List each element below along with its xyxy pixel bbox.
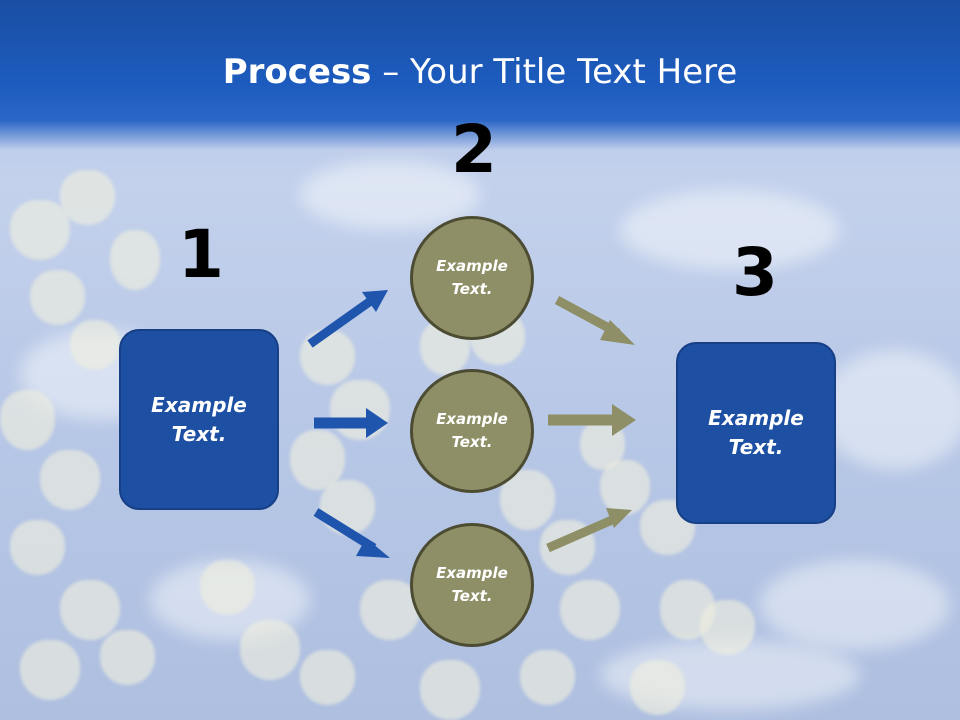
step-3-label-line2: Text. <box>728 435 784 459</box>
step-number-3: 3 <box>732 234 778 311</box>
step-1-label-line1: Example <box>151 392 247 417</box>
circle-top-line2: Text. <box>451 280 493 298</box>
arrowhead-up-right-blue <box>362 290 388 312</box>
circle-middle-line1: Example <box>436 410 508 428</box>
step-3-label: Example Text. <box>708 404 804 462</box>
circle-bottom-line1: Example <box>436 564 508 582</box>
olive-arrows <box>546 296 636 553</box>
slide-title: Process – Your Title Text Here <box>0 52 960 92</box>
step-1-box: Example Text. <box>119 329 279 510</box>
step-1-label: Example Text. <box>151 391 247 449</box>
arrowhead-right-olive <box>612 404 636 436</box>
step-number-1: 1 <box>178 216 224 293</box>
circle-bottom-line2: Text. <box>451 587 493 605</box>
title-rest: – Your Title Text Here <box>371 52 738 92</box>
arrow-up-right-olive <box>546 515 614 553</box>
circle-middle-line2: Text. <box>451 433 493 451</box>
arrowhead-up-right-olive <box>606 508 632 528</box>
blue-arrows <box>307 290 390 558</box>
arrowhead-right-blue <box>366 408 388 438</box>
step-3-label-line1: Example <box>708 406 804 430</box>
step-3-box: Example Text. <box>676 342 836 524</box>
title-bold: Process <box>222 52 372 92</box>
arrowhead-down-right-olive <box>600 320 635 345</box>
arrowhead-down-right-blue <box>356 538 390 558</box>
header-band <box>0 0 960 150</box>
step-1-label-line2: Text. <box>171 421 227 446</box>
step-number-2: 2 <box>451 111 497 188</box>
circle-top-line1: Example <box>436 257 508 275</box>
arrow-up-right-blue <box>307 296 375 348</box>
